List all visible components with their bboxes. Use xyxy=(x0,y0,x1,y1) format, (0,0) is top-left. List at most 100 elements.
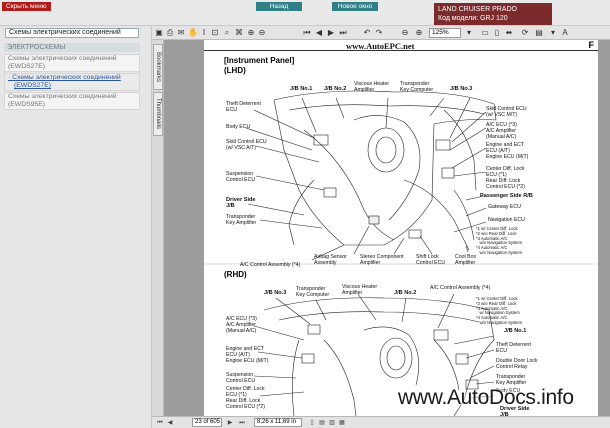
lhd-footnotes: *1 w/ Center Diff. Lock *2 w/o Rear Diff… xyxy=(476,226,523,255)
rhd-label-double-door: Double Door Lock Control Relay xyxy=(496,358,538,370)
first-page-icon[interactable]: ⏮ xyxy=(303,28,311,37)
page-number[interactable]: 23 of 605 xyxy=(192,418,222,427)
actual-size-icon[interactable]: ▭ xyxy=(481,28,489,37)
back-button[interactable]: Назад xyxy=(256,2,302,11)
lhd-label-skid-vsc-at: Skid Control ECU (w/ VSC A/T) xyxy=(226,139,267,151)
hide-menu-button[interactable]: Скрыть меню xyxy=(2,2,51,11)
sidebar-item-label: · Схемы электрических соединений xyxy=(8,74,121,81)
lhd-label-cool-box: Cool Box Amplifier xyxy=(455,254,477,266)
lhd-label-shift-lock: Shift Lock Control ECU xyxy=(416,254,446,266)
sidebar-item-label: Схемы электрических соединений xyxy=(8,93,117,100)
continuous-icon[interactable]: ▤ xyxy=(319,420,325,426)
continuous-facing-icon[interactable]: ▦ xyxy=(339,420,345,426)
lhd-label-ac-ecu: A/C ECU (*3) A/C Amplifier (Manual A/C) xyxy=(486,122,517,140)
last-page-icon[interactable]: ⏭ xyxy=(339,28,347,37)
sidebar-item-0[interactable]: Схемы электрических соединений (EWDS27E) xyxy=(4,54,140,72)
rhd-footnotes: *1 w/ Center Diff. Lock *2 w/o Rear Diff… xyxy=(476,296,523,325)
zoom-out-icon[interactable]: ⊖ xyxy=(258,28,266,37)
email-icon[interactable]: ✉ xyxy=(177,28,185,37)
section-title: [Instrument Panel] xyxy=(224,56,295,65)
zoom-out-small-icon[interactable]: ⊖ xyxy=(401,28,409,37)
lhd-label-body: Body ECU xyxy=(226,124,251,130)
pages-icon[interactable]: ▤ xyxy=(535,28,543,37)
adobe-icon[interactable]: A xyxy=(562,28,568,37)
prev-page-icon[interactable]: ◀ xyxy=(167,420,173,426)
select-text-icon[interactable]: I xyxy=(202,28,206,37)
status-bar: ⏮ ◀ 23 of 605 ▶ ⏭ 8,26 x 11,69 in ▯ ▤ ▥ … xyxy=(152,416,610,428)
rhd-label-viscous: Viscous Heater Amplifier xyxy=(342,284,378,296)
sidebar-item-code: (EWDS27E) xyxy=(14,82,52,89)
rhd-label-ac-control: A/C Control Assembly (*4) xyxy=(430,285,491,291)
sidebar-item-label: Схемы электрических соединений xyxy=(8,55,117,62)
rhd-label-transponder-amp: Transponder Key Amplifier xyxy=(496,374,527,386)
lhd-heading: (LHD) xyxy=(224,66,246,75)
rhd-label-driver-side: Driver Side J/B xyxy=(500,406,530,416)
prev-page-icon[interactable]: ◀ xyxy=(315,28,323,37)
document-background-left xyxy=(164,40,204,416)
rhd-label-jb3: J/B No.3 xyxy=(264,290,287,296)
rhd-label-center-diff: Center Diff. Lock ECU (*1) Rear Diff. Lo… xyxy=(226,386,265,410)
lhd-label-gateway: Gateway ECU xyxy=(488,204,521,210)
lhd-label-engine-ect: Engine and ECT ECU (A/T) Engine ECU (M/T… xyxy=(486,142,529,160)
tab-thumbnails[interactable]: Thumbnails xyxy=(153,92,163,136)
sidebar-item-2[interactable]: Схемы электрических соединений (EWDS95E) xyxy=(4,92,140,110)
zoom-level[interactable]: 125% xyxy=(429,28,461,38)
model-code: Код модели: GRJ 120 xyxy=(438,15,508,22)
lhd-label-jb1: J/B No.1 xyxy=(290,86,313,92)
rhd-label-jb1: J/B No.1 xyxy=(504,328,527,334)
binoculars-icon[interactable]: ⌘ xyxy=(235,28,243,37)
next-page-icon[interactable]: ▶ xyxy=(227,420,233,426)
page-url: www.AutoEPC.net xyxy=(346,41,415,51)
lhd-label-center-diff: Center Diff. Lock ECU (*1) Rear Diff. Lo… xyxy=(486,166,525,190)
snapshot-icon[interactable]: ⊡ xyxy=(211,28,219,37)
options-icon[interactable]: ▾ xyxy=(550,28,555,37)
lhd-label-airbag: Airbag Sensor Assembly xyxy=(314,254,347,266)
lhd-label-theft: Theft Deterrent ECU xyxy=(226,101,261,113)
tab-bookmarks[interactable]: Bookmarks xyxy=(153,44,163,90)
document-page: www.AutoEPC.net F [Instrument Panel] (LH… xyxy=(204,40,598,416)
rhd-label-ac-ecu: A/C ECU (*3) A/C Amplifier (Manual A/C) xyxy=(226,316,257,334)
single-page-icon[interactable]: ▯ xyxy=(310,420,314,426)
lhd-label-navigation: Navigation ECU xyxy=(488,217,525,223)
last-page-icon[interactable]: ⏭ xyxy=(239,420,245,426)
model-info: LAND CRUISER PRADO Код модели: GRJ 120 xyxy=(434,3,552,25)
print-icon[interactable]: ⎙ xyxy=(166,28,174,37)
page-size: 8,26 x 11,69 in xyxy=(254,418,302,427)
model-name: LAND CRUISER PRADO xyxy=(438,6,517,13)
fit-width-icon[interactable]: ⬌ xyxy=(505,28,513,37)
lhd-label-passenger-side: Passenger Side R/B xyxy=(480,193,533,199)
rotate-icon[interactable]: ⟳ xyxy=(521,28,529,37)
new-window-button[interactable]: Новое окно xyxy=(332,2,378,11)
sidebar-item-1[interactable]: · Схемы электрических соединений (EWDS27… xyxy=(4,73,140,91)
zoom-in-small-icon[interactable]: ⊕ xyxy=(415,28,423,37)
header-rule xyxy=(204,50,598,51)
sidebar-item-code: (EWDS27E) xyxy=(8,63,46,70)
fit-page-icon[interactable]: ▯ xyxy=(494,28,500,37)
rhd-label-suspension: Suspension Control ECU xyxy=(226,372,256,384)
watermark: www.AutoDocs.info xyxy=(398,386,574,409)
rhd-label-jb2: J/B No.2 xyxy=(394,290,417,296)
first-page-icon[interactable]: ⏮ xyxy=(157,420,163,426)
sidebar-item-code: (EWDS95E) xyxy=(8,101,46,108)
page-letter: F xyxy=(588,40,595,50)
zoom-in-icon[interactable]: ⊕ xyxy=(247,28,255,37)
pdf-toolbar: ▣ ⎙ ✉ ✋ I ⊡ ⌕ ⌘ ⊕ ⊖ ⏮ ◀ ▶ ⏭ ↶ ↷ ⊖ ⊕ 125%… xyxy=(152,26,610,40)
chevron-down-icon[interactable]: ▾ xyxy=(466,28,471,37)
save-icon[interactable]: ▣ xyxy=(155,28,163,37)
lhd-label-viscous: Viscous Heater Amplifier xyxy=(354,81,390,93)
rhd-label-transponder-computer: Transponder Key Computer xyxy=(296,286,330,298)
rhd-label-engine-ect: Engine and ECT ECU (A/T) Engine ECU (M/T… xyxy=(226,346,269,364)
hand-tool-icon[interactable]: ✋ xyxy=(188,28,198,37)
lhd-label-jb3: J/B No.3 xyxy=(450,86,473,92)
document-background-right xyxy=(598,40,610,416)
facing-icon[interactable]: ▥ xyxy=(329,420,335,426)
lhd-label-jb2: J/B No.2 xyxy=(324,86,347,92)
rhd-label-body: Body ECU xyxy=(496,388,521,394)
back-view-icon[interactable]: ↶ xyxy=(363,28,371,37)
next-page-icon[interactable]: ▶ xyxy=(327,28,335,37)
lhd-label-stereo: Stereo Component Amplifier xyxy=(360,254,404,266)
top-bar: Скрыть меню Назад Новое окно LAND CRUISE… xyxy=(0,0,610,26)
forward-view-icon[interactable]: ↷ xyxy=(375,28,383,37)
find-icon[interactable]: ⌕ xyxy=(224,28,230,37)
